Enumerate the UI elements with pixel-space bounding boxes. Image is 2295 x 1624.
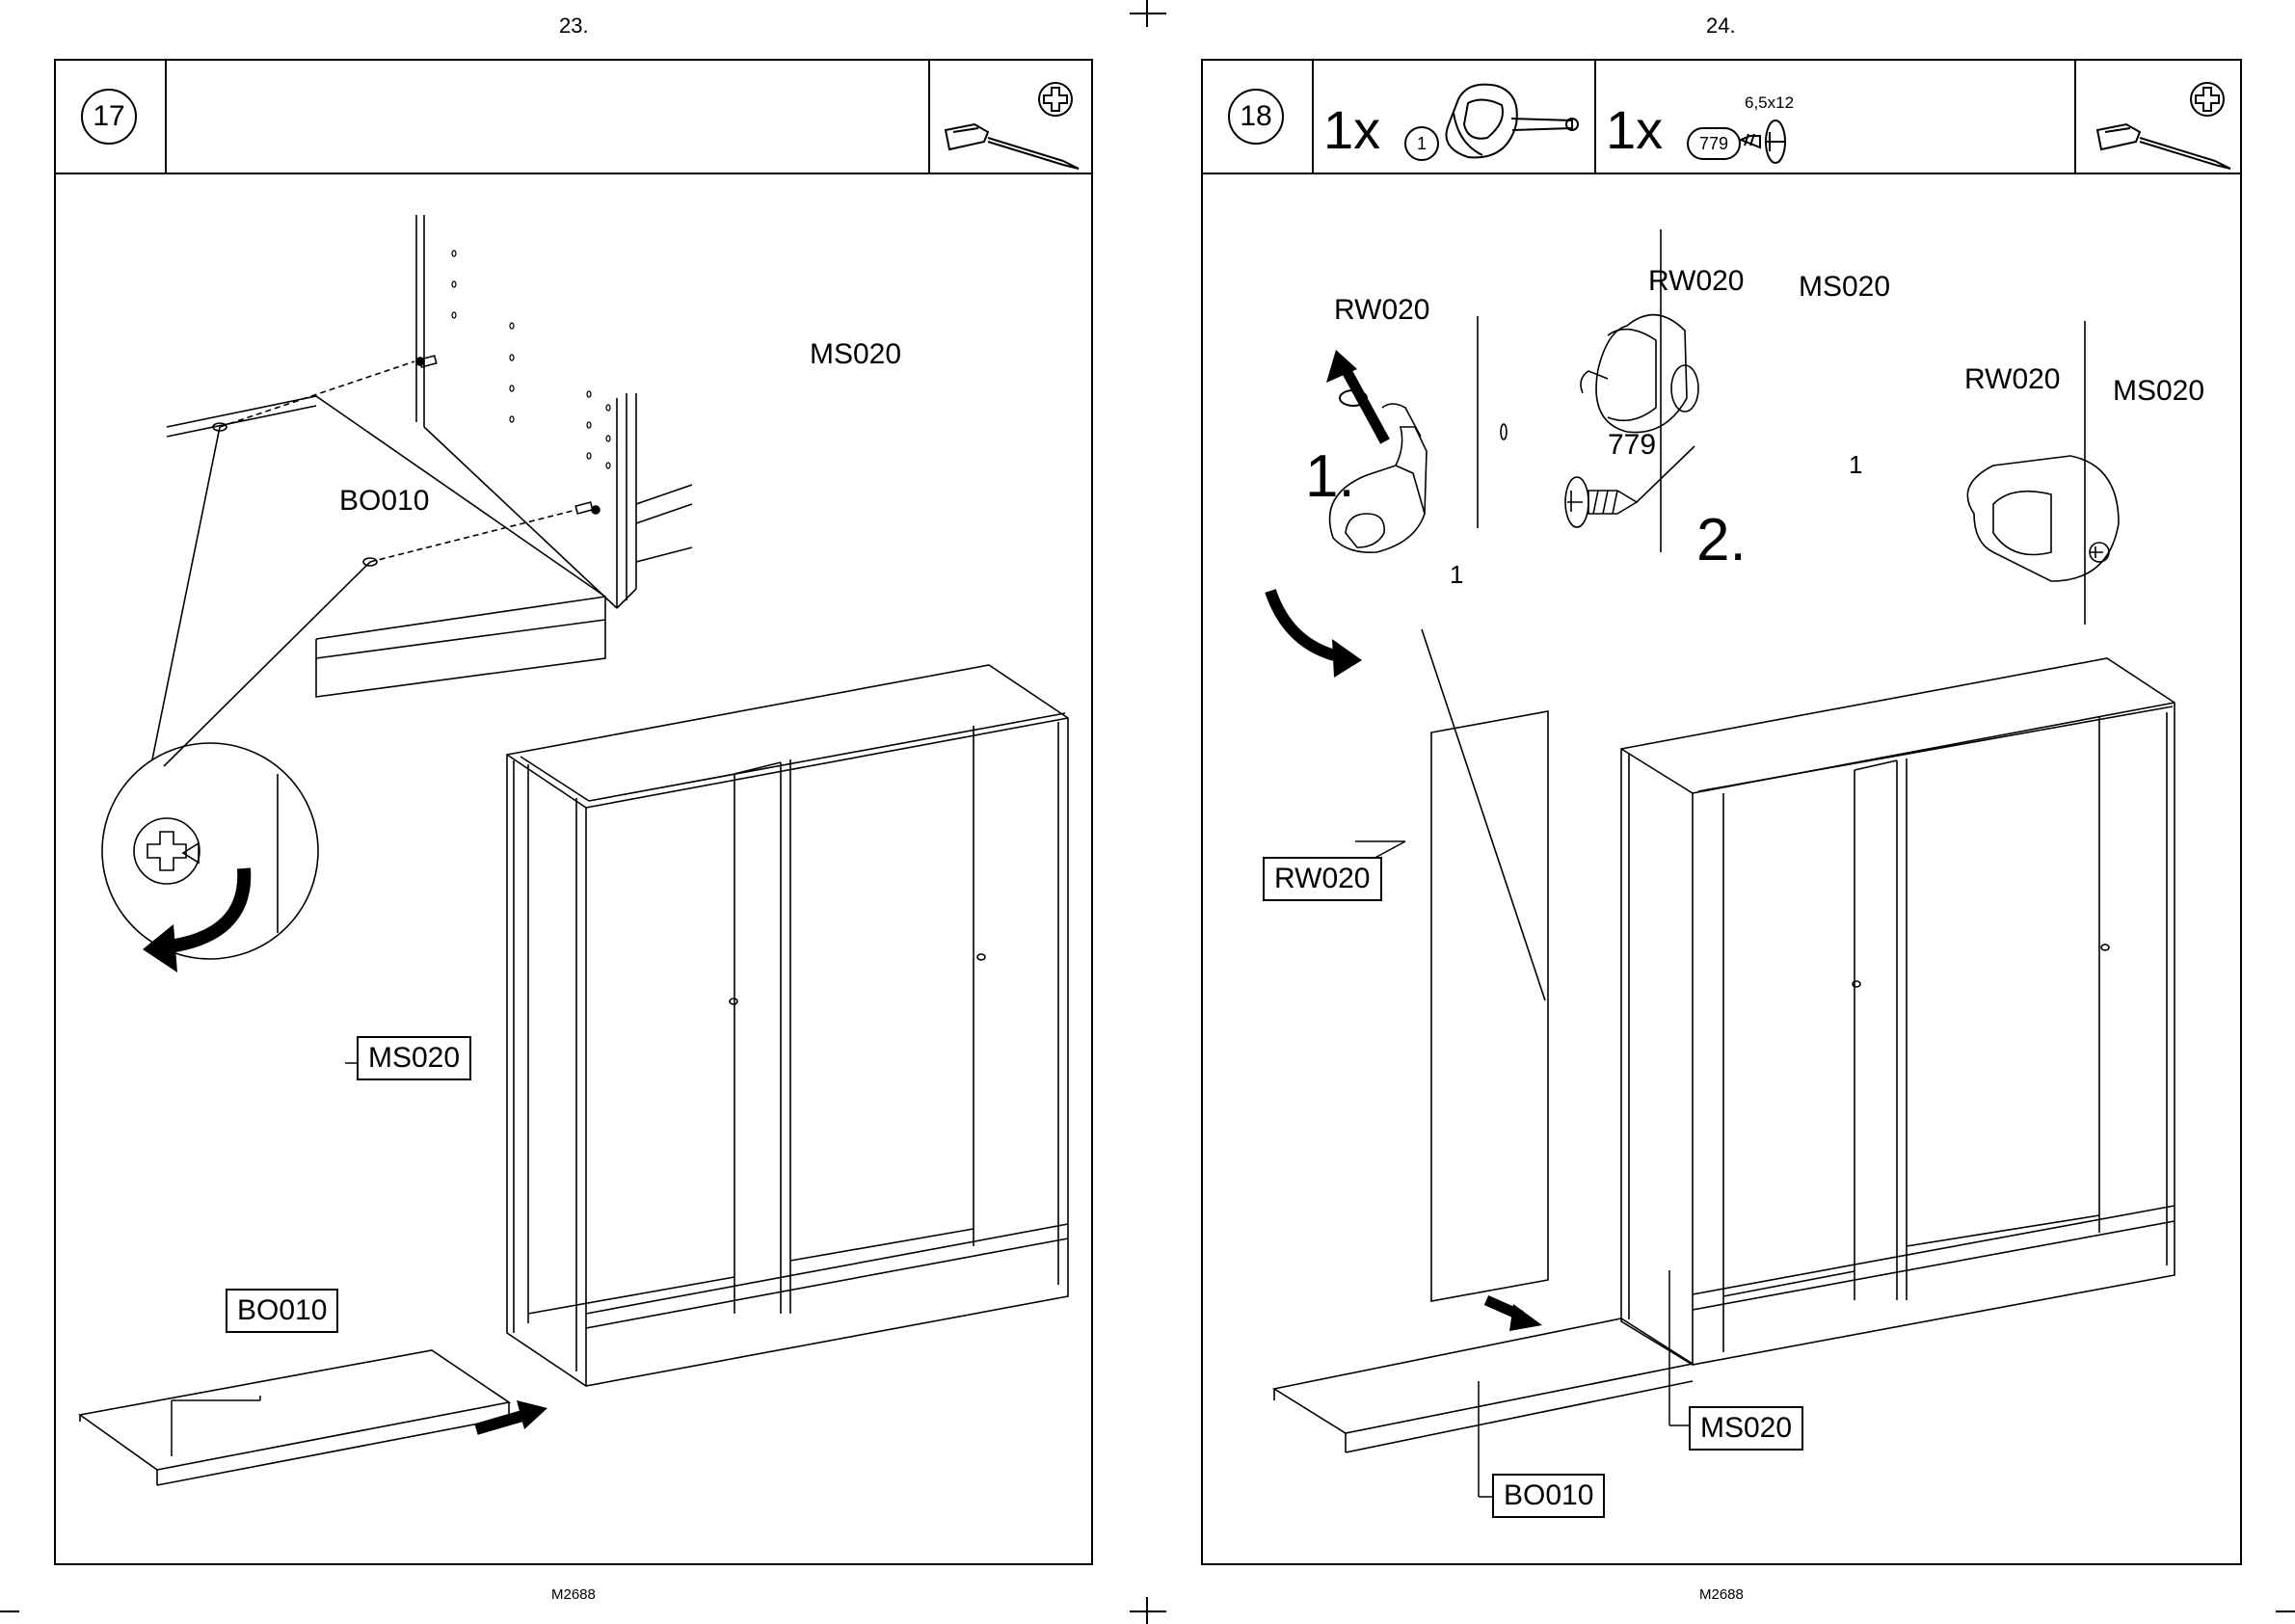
label-ms020-b: MS020 [1799,271,1890,304]
label-ms020-box: MS020 [1689,1406,1803,1451]
wardrobe-frame [1621,658,2175,1365]
label-rw020-box: RW020 [1263,857,1382,901]
step-17-illustration [56,61,1095,1567]
step-18-frame: 18 1x 1 1x 779 6,5x12 [1201,59,2242,1565]
step-17-frame: 17 [54,59,1093,1565]
push-arrow-icon [476,1416,522,1429]
label-part-1-b: 1 [1849,450,1862,480]
label-part-1-a: 1 [1450,560,1463,590]
label-bo010-box: BO010 [1492,1474,1605,1518]
label-ms020-c: MS020 [2113,375,2204,408]
label-bo010-box: BO010 [226,1289,338,1333]
label-rw020-a: RW020 [1334,294,1430,327]
step-label-2: 2. [1696,506,1747,574]
label-bo010-top: BO010 [339,485,429,518]
label-rw020-b: RW020 [1648,265,1745,298]
label-ms020-top: MS020 [810,338,901,371]
step-label-1: 1. [1305,442,1355,511]
label-ms020-box: MS020 [357,1036,471,1080]
bottom-panel [1274,1318,1693,1452]
label-screw-779: 779 [1608,429,1656,462]
wardrobe-frame [507,665,1068,1386]
bottom-panel-loose [80,1350,509,1485]
label-rw020-c: RW020 [1964,363,2061,396]
